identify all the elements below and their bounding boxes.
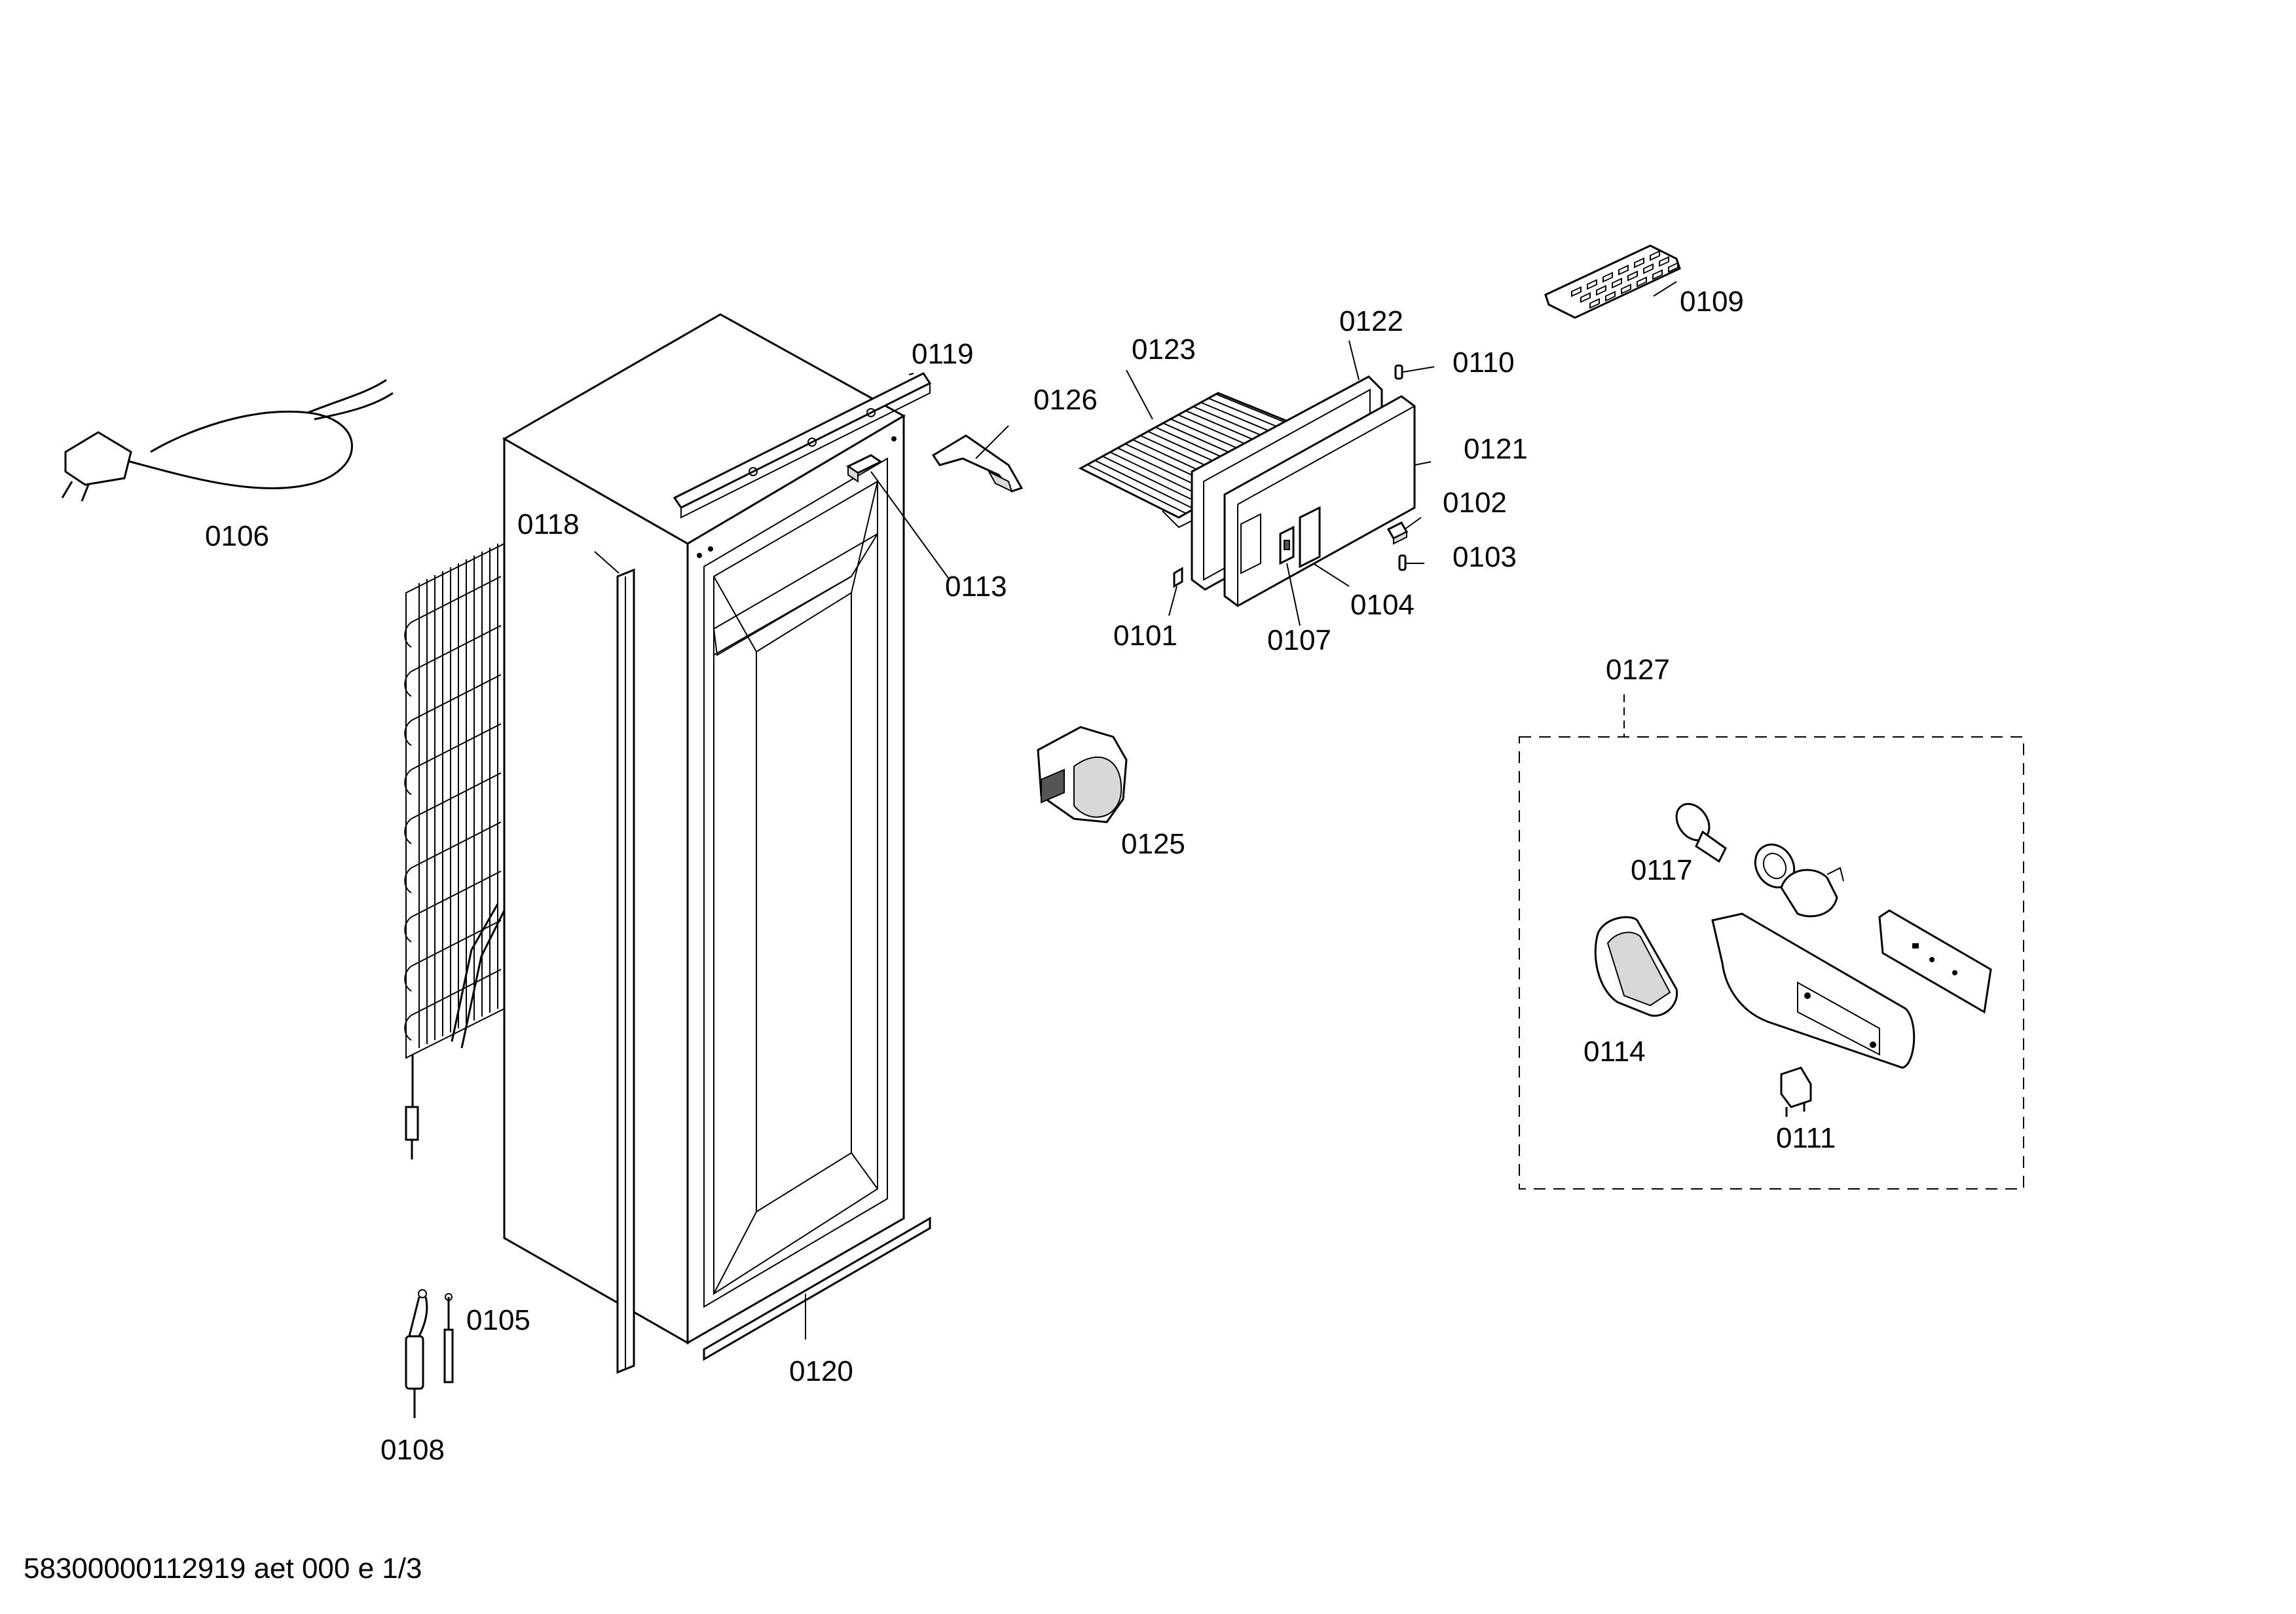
label-0105: 0105 [466,1304,530,1336]
label-0102: 0102 [1443,487,1507,519]
label-0127: 0127 [1606,654,1670,686]
fan-cover-part[interactable] [1037,726,1128,823]
leader-lines [594,281,1677,1340]
clip-part-0113[interactable] [845,454,883,483]
screw-part-0110[interactable] [1394,364,1403,380]
ice-tray-part[interactable] [1544,244,1681,319]
bulb-part[interactable] [1670,798,1727,863]
door-seal-strip-part[interactable] [616,568,635,1374]
label-0119: 0119 [912,338,974,370]
label-0111: 0111 [1776,1122,1836,1154]
label-0114: 0114 [1583,1036,1646,1068]
label-0113: 0113 [945,571,1007,603]
label-0123: 0123 [1132,333,1196,366]
label-0118: 0118 [517,508,580,540]
bottom-strip-part[interactable] [703,1216,931,1361]
label-0107: 0107 [1267,624,1331,656]
label-0110: 0110 [1453,347,1515,379]
document-footer-code: 58300000112919 aet 000 e 1/3 [24,1552,422,1585]
label-0109: 0109 [1680,286,1744,318]
control-board-part[interactable] [1878,909,1992,1014]
door-handle-part[interactable] [1279,506,1321,569]
screw-part-0103[interactable] [1398,554,1407,571]
part-labels: 0106 0119 0126 0113 0118 0123 0122 0110 … [205,286,1836,1466]
lamp-assembly-group[interactable] [1519,694,2024,1190]
label-0121: 0121 [1464,433,1528,465]
lamp-housing-part[interactable] [1711,912,1916,1069]
label-0117: 0117 [1631,854,1693,886]
thermostat-part-0108[interactable] [405,1289,428,1418]
wire-shelf-part[interactable] [1078,392,1325,529]
label-0126: 0126 [1033,384,1098,416]
label-0101: 0101 [1113,620,1177,652]
label-0104: 0104 [1350,589,1415,621]
label-0120: 0120 [789,1355,853,1387]
sensor-part-0105[interactable] [443,1293,454,1383]
latch-part-0101[interactable] [1173,567,1183,588]
freezer-door-panel-part[interactable] [1223,395,1416,607]
bracket-part-0126[interactable] [931,434,1024,493]
label-0125: 0125 [1121,828,1185,860]
power-cord-part[interactable] [61,379,394,502]
label-0103: 0103 [1453,541,1517,573]
condenser-coil-part[interactable] [404,542,506,1159]
cabinet-body-part[interactable] [502,313,906,1345]
label-0122: 0122 [1339,305,1403,337]
switch-part[interactable] [1780,1066,1812,1117]
clip-part-0102[interactable] [1386,521,1409,545]
lamp-cover-part[interactable] [1594,916,1678,1017]
label-0108: 0108 [380,1434,445,1466]
lamp-socket-part[interactable] [1780,867,1844,918]
top-rail-part[interactable] [673,372,932,519]
label-0106: 0106 [205,520,269,552]
